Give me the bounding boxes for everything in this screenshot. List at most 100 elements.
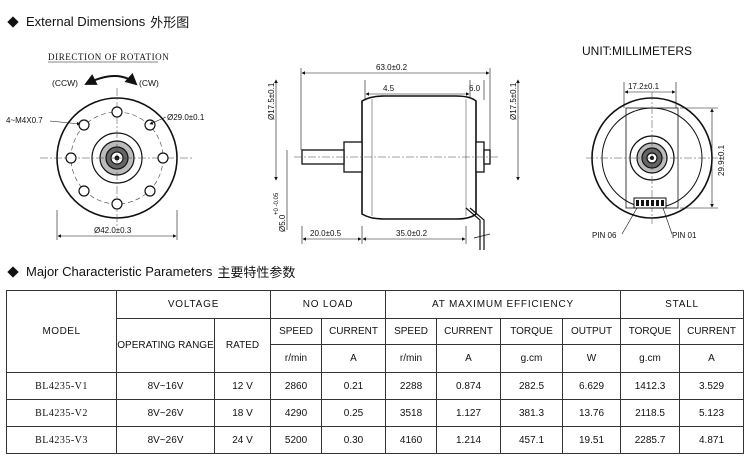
major-parameters-title: Major Characteristic Parameters xyxy=(26,264,213,279)
lead-wire xyxy=(465,207,481,250)
max-eff-torque-header: TORQUE xyxy=(500,318,564,345)
flange-dia-right-label: Ø17.5±0.1 xyxy=(509,82,518,120)
stall-torque-value: 1412.3 xyxy=(620,372,681,400)
max-eff-output-value: 13.76 xyxy=(562,399,622,427)
model-name: BL4235-V2 xyxy=(6,399,117,427)
max-eff-speed-value: 2288 xyxy=(385,372,438,400)
motor-body xyxy=(361,95,477,220)
max-eff-torque-value: 457.1 xyxy=(500,426,564,454)
rear-width-label: 17.2±0.1 xyxy=(628,82,660,91)
unit-label: UNIT:MILLIMETERS xyxy=(582,44,692,58)
no-load-current-header: CURRENT xyxy=(321,318,387,345)
operating-range-value: 8V~26V xyxy=(116,399,215,427)
dimension-drawing: UNIT:MILLIMETERS DIRECTION OF ROTATION (… xyxy=(6,44,726,250)
dim-4-5-label: 4.5 xyxy=(383,84,395,93)
stall-torque-value: 2118.5 xyxy=(620,399,681,427)
rated-voltage-value: 12 V xyxy=(213,372,272,400)
max-eff-speed-value: 4160 xyxy=(385,426,438,454)
external-dimensions-title: External Dimensions xyxy=(26,14,146,29)
unit-rpm: r/min xyxy=(270,344,323,373)
rear-height-label: 29.9±0.1 xyxy=(717,144,726,176)
table-row: BL4235-V2 8V~26V 18 V 4290 0.25 3518 1.1… xyxy=(6,399,745,427)
model-header: MODEL xyxy=(6,290,117,373)
shaft-dia-label: Ø5.0 xyxy=(278,214,287,232)
rated-voltage-value: 24 V xyxy=(213,426,272,454)
flange-dia-left-label: Ø17.5±0.1 xyxy=(267,82,276,120)
no-load-speed-value: 2860 xyxy=(270,372,323,400)
bolt-circle-label: Ø29.0±0.1 xyxy=(167,113,205,122)
rotation-title: DIRECTION OF ROTATION xyxy=(48,52,169,62)
no-load-current-value: 0.30 xyxy=(321,426,387,454)
stall-torque-value: 2285.7 xyxy=(620,426,681,454)
unit-gcm: g.cm xyxy=(620,344,681,373)
unit-gcm: g.cm xyxy=(500,344,564,373)
operating-range-value: 8V~26V xyxy=(116,426,215,454)
stall-current-value: 5.123 xyxy=(679,399,745,427)
max-eff-current-header: CURRENT xyxy=(436,318,502,345)
mounting-holes xyxy=(65,106,169,210)
max-eff-output-value: 19.51 xyxy=(562,426,622,454)
external-dimensions-title-cn: 外形图 xyxy=(150,15,190,30)
max-eff-output-header: OUTPUT xyxy=(562,318,622,345)
screw-holes-label: 4~M4X0.7 xyxy=(6,116,43,125)
body-part-label: 35.0±0.2 xyxy=(396,229,428,238)
stall-current-value: 4.871 xyxy=(679,426,745,454)
no-load-speed-value: 5200 xyxy=(270,426,323,454)
table-row: BL4235-V1 8V~16V 12 V 2860 0.21 2288 0.8… xyxy=(6,372,745,400)
no-load-speed-value: 4290 xyxy=(270,399,323,427)
operating-range-header: OPERATING RANGE xyxy=(116,318,215,373)
stall-torque-header: TORQUE xyxy=(620,318,681,345)
max-eff-speed-value: 3518 xyxy=(385,399,438,427)
model-name: BL4235-V1 xyxy=(6,372,117,400)
units-row: r/min A r/min A g.cm W g.cm A xyxy=(7,344,745,373)
stall-current-value: 3.529 xyxy=(679,372,745,400)
rated-voltage-value: 18 V xyxy=(213,399,272,427)
max-eff-speed-header: SPEED xyxy=(385,318,438,345)
unit-watt: W xyxy=(562,344,622,373)
pin-06-label: PIN 06 xyxy=(592,231,617,240)
cw-label: (CW) xyxy=(139,78,159,88)
rotation-arrow-icon xyxy=(84,72,138,86)
max-eff-current-value: 1.214 xyxy=(436,426,502,454)
diamond-bullet-icon xyxy=(7,15,19,28)
stall-header: STALL xyxy=(620,290,745,319)
unit-amp: A xyxy=(436,344,502,373)
rear-view: 17.2±0.1 29.9±0.1 PIN 06 PIN 01 xyxy=(586,82,726,240)
dim-6-0-label: 6.0 xyxy=(469,84,481,93)
pin-01-label: PIN 01 xyxy=(672,231,697,240)
diamond-bullet-icon xyxy=(7,265,19,278)
rated-header: RATED xyxy=(213,318,272,373)
major-parameters-title-cn: 主要特性参数 xyxy=(217,265,296,280)
table-row: BL4235-V3 8V~26V 24 V 5200 0.30 4160 1.2… xyxy=(6,426,745,454)
parameters-table: MODEL VOLTAGE NO LOAD AT MAXIMUM EFFICIE… xyxy=(6,290,745,454)
max-eff-current-value: 1.127 xyxy=(436,399,502,427)
model-name: BL4235-V3 xyxy=(6,426,117,454)
major-parameters-heading: Major Characteristic Parameters 主要特性参数 xyxy=(6,262,295,281)
length-label: 63.0±0.2 xyxy=(376,63,408,72)
max-efficiency-header: AT MAXIMUM EFFICIENCY xyxy=(385,290,622,319)
no-load-current-value: 0.25 xyxy=(321,399,387,427)
operating-range-value: 8V~16V xyxy=(116,372,215,400)
shaft-length-label: 20.0±0.5 xyxy=(310,229,342,238)
connector-pins xyxy=(633,197,667,209)
shaft-tolerance-label: +0 -0.05 xyxy=(274,192,280,215)
unit-amp: A xyxy=(679,344,745,373)
unit-rpm: r/min xyxy=(385,344,438,373)
group-header-row: MODEL VOLTAGE NO LOAD AT MAXIMUM EFFICIE… xyxy=(6,290,745,373)
sub-header-row: OPERATING RANGE RATED SPEED CURRENT SPEE… xyxy=(7,318,745,373)
max-eff-current-value: 0.874 xyxy=(436,372,502,400)
ccw-label: (CCW) xyxy=(52,78,78,88)
max-eff-torque-value: 282.5 xyxy=(500,372,564,400)
outer-diameter-label: Ø42.0±0.3 xyxy=(94,226,132,235)
stall-current-header: CURRENT xyxy=(679,318,745,345)
max-eff-torque-value: 381.3 xyxy=(500,399,564,427)
voltage-header: VOLTAGE xyxy=(115,290,272,319)
unit-amp: A xyxy=(321,344,387,373)
front-view: DIRECTION OF ROTATION (CCW) (CW) 4~M4X0.… xyxy=(6,52,205,240)
no-load-speed-header: SPEED xyxy=(270,318,323,345)
side-view: 63.0±0.2 4.5 6.0 Ø17.5±0.1 Ø17.5±0.1 Ø5.… xyxy=(267,63,520,250)
no-load-current-value: 0.21 xyxy=(321,372,387,400)
max-eff-output-value: 6.629 xyxy=(562,372,622,400)
no-load-header: NO LOAD xyxy=(270,290,387,319)
external-dimensions-heading: External Dimensions 外形图 xyxy=(6,12,189,31)
